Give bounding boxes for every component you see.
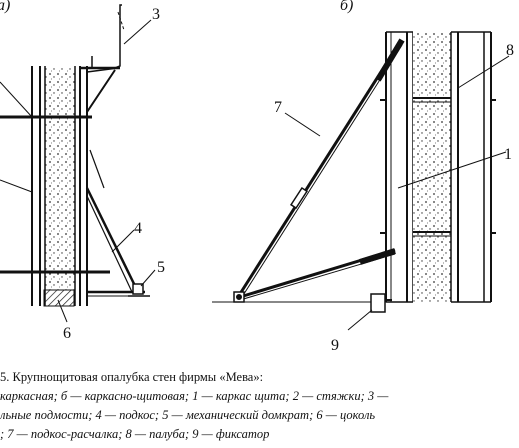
- panel-letter-b: б): [340, 0, 353, 14]
- caption-legend-line-3: ; 7 — подкос-расчалка; 8 — палуба; 9 — ф…: [0, 427, 270, 441]
- figure-caption: 5. Крупнощитовая опалубка стен фирмы «Ме…: [0, 368, 519, 444]
- callout-3: 3: [152, 6, 160, 23]
- fixator-9: [370, 293, 386, 313]
- caption-title: 5. Крупнощитовая опалубка стен фирмы «Ме…: [0, 370, 264, 384]
- callout-8: 8: [506, 42, 514, 59]
- callout-1: 1: [504, 146, 512, 163]
- formwork-diagram: а) б): [0, 0, 514, 354]
- brace-stay-7: [236, 41, 402, 298]
- callout-5: 5: [157, 259, 165, 276]
- panel-b-drawing: [212, 31, 510, 331]
- callout-6: 6: [63, 325, 71, 342]
- brace-4: [85, 187, 140, 293]
- panel-a-drawing: [0, 4, 156, 323]
- caption-legend-line-2: льные подмости; 4 — подкос; 5 — механиче…: [0, 408, 376, 422]
- callout-4: 4: [134, 220, 142, 237]
- caption-legend-line-1: каркасная; б — каркасно-щитовая; 1 — кар…: [0, 389, 389, 403]
- jack-5: [132, 283, 144, 295]
- callout-7: 7: [274, 99, 282, 116]
- concrete-wall-a: [45, 68, 75, 292]
- panel-letter-a: а): [0, 0, 10, 14]
- callout-9: 9: [331, 337, 339, 354]
- concrete-wall-b: [413, 32, 451, 302]
- plinth-6: [43, 289, 75, 307]
